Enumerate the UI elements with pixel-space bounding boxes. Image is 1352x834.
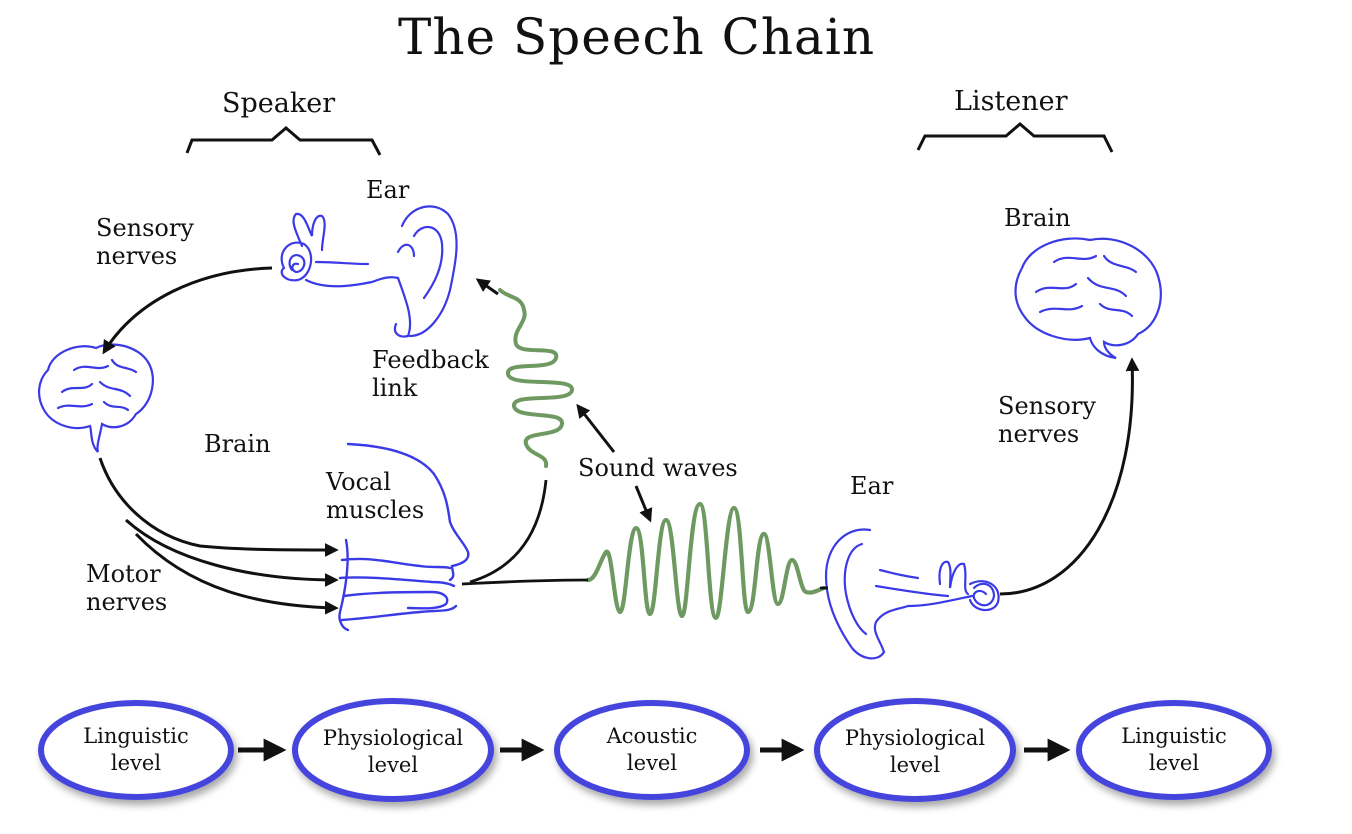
diagram-title: The Speech Chain bbox=[398, 8, 876, 66]
listener-ear-icon bbox=[824, 528, 1000, 660]
arrow-feedback-to-ear bbox=[475, 278, 499, 296]
speaker-bracket bbox=[185, 126, 382, 156]
arrow-sound-waves-down bbox=[634, 485, 653, 523]
feedback-return-curve bbox=[469, 479, 548, 584]
main-sound-wave bbox=[585, 501, 827, 621]
level-ellipse-1 bbox=[38, 700, 234, 800]
level-ellipse-4 bbox=[814, 698, 1016, 802]
sound-waves-label: Sound waves bbox=[578, 454, 738, 482]
listener-ear-label: Ear bbox=[850, 472, 894, 500]
mouth-to-wave-line bbox=[461, 578, 589, 586]
feedback-wave bbox=[498, 288, 574, 468]
speaker-brain-icon bbox=[38, 343, 154, 453]
speaker-brain-label: Brain bbox=[204, 430, 271, 458]
level-ellipse-5 bbox=[1076, 700, 1272, 800]
level-ellipse-2 bbox=[292, 698, 494, 802]
arrow-speaker-ear-to-brain bbox=[102, 266, 273, 355]
listener-brain-icon bbox=[1014, 237, 1162, 360]
vocal-tract-icon bbox=[338, 442, 470, 632]
listener-brain-label: Brain bbox=[1004, 204, 1071, 232]
speaker-ear-icon bbox=[280, 205, 458, 338]
arrow-sound-waves-up bbox=[576, 403, 616, 453]
arrow-motor-3 bbox=[134, 532, 339, 615]
listener-bracket bbox=[916, 122, 1114, 153]
speaker-label: Speaker bbox=[222, 88, 336, 119]
arrow-listener-ear-to-brain bbox=[999, 357, 1140, 596]
level-ellipse-3 bbox=[554, 700, 750, 800]
arrow-motor-1 bbox=[98, 457, 339, 557]
speaker-ear-label: Ear bbox=[366, 176, 410, 204]
level-ellipses bbox=[38, 698, 1272, 802]
listener-label: Listener bbox=[954, 86, 1068, 117]
arrow-motor-2 bbox=[124, 518, 339, 587]
